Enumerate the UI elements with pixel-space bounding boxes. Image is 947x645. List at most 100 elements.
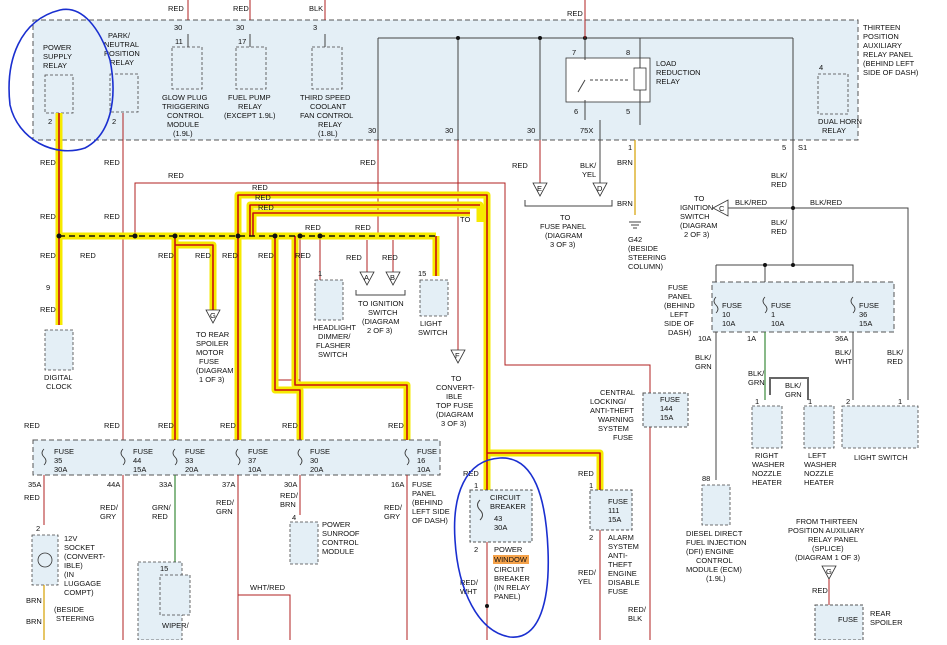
fuse-amperage: 20A xyxy=(310,465,323,474)
svg-text:BLK/: BLK/ xyxy=(887,348,904,357)
svg-text:BLK/RED: BLK/RED xyxy=(810,198,843,207)
svg-text:TRIGGERING: TRIGGERING xyxy=(162,102,210,111)
svg-text:NOZZLE: NOZZLE xyxy=(804,469,834,478)
connector-a: A xyxy=(359,271,375,286)
fuse-number: 35 xyxy=(54,456,62,465)
svg-text:YEL: YEL xyxy=(582,170,596,179)
svg-text:MOTOR: MOTOR xyxy=(196,348,224,357)
svg-text:WIPER/: WIPER/ xyxy=(162,621,190,630)
svg-text:LIGHT SWITCH: LIGHT SWITCH xyxy=(854,453,908,462)
svg-text:TO: TO xyxy=(460,215,470,224)
fuse-amperage: 20A xyxy=(185,465,198,474)
svg-text:15: 15 xyxy=(160,564,168,573)
svg-text:RED: RED xyxy=(40,212,56,221)
svg-text:BRN: BRN xyxy=(26,596,42,605)
svg-text:(DIAGRAM: (DIAGRAM xyxy=(680,221,718,230)
svg-text:WHT: WHT xyxy=(460,587,477,596)
svg-text:BRN: BRN xyxy=(280,500,296,509)
svg-text:GLOW PLUG: GLOW PLUG xyxy=(162,93,208,102)
svg-text:FUSE: FUSE xyxy=(660,395,680,404)
svg-text:RED: RED xyxy=(168,4,184,13)
svg-text:GRN/: GRN/ xyxy=(152,503,172,512)
svg-text:RED: RED xyxy=(771,180,787,189)
svg-text:NOZZLE: NOZZLE xyxy=(752,469,782,478)
fuse-amperage: 15A xyxy=(133,465,146,474)
svg-text:SWITCH: SWITCH xyxy=(318,350,348,359)
svg-text:TO: TO xyxy=(694,194,704,203)
svg-text:RED/: RED/ xyxy=(628,605,647,614)
svg-text:RED: RED xyxy=(168,171,184,180)
svg-text:THEFT: THEFT xyxy=(608,560,633,569)
svg-text:30: 30 xyxy=(368,126,376,135)
fuse-name: FUSE xyxy=(722,301,742,310)
svg-text:SWITCH: SWITCH xyxy=(368,308,398,317)
svg-text:SOCKET: SOCKET xyxy=(64,543,95,552)
svg-text:15A: 15A xyxy=(608,515,621,524)
fuse-pin: 36A xyxy=(835,334,848,343)
svg-text:FUSE: FUSE xyxy=(668,283,688,292)
svg-text:6: 6 xyxy=(574,107,578,116)
svg-text:ANTI-: ANTI- xyxy=(608,551,628,560)
svg-text:E: E xyxy=(537,184,542,193)
svg-text:DUAL HORN: DUAL HORN xyxy=(818,117,862,126)
svg-text:2: 2 xyxy=(846,397,850,406)
fuse-pin: 10A xyxy=(698,334,711,343)
svg-text:FLASHER: FLASHER xyxy=(316,341,351,350)
svg-text:RELAY: RELAY xyxy=(318,120,342,129)
svg-text:G42: G42 xyxy=(628,235,642,244)
circuit-breaker-43: RED 1 CIRCUIT BREAKER 43 30A 2 POWER WIN… xyxy=(463,469,533,601)
svg-text:RED: RED xyxy=(40,158,56,167)
fuse-number: 44 xyxy=(133,456,141,465)
svg-text:17: 17 xyxy=(238,37,246,46)
fuse-pin: 35A xyxy=(28,480,41,489)
svg-text:THIRTEEN: THIRTEEN xyxy=(863,23,900,32)
svg-text:8: 8 xyxy=(626,48,630,57)
svg-text:SPOILER: SPOILER xyxy=(196,339,229,348)
svg-text:RELAY PANEL: RELAY PANEL xyxy=(863,50,913,59)
svg-text:12V: 12V xyxy=(64,534,77,543)
svg-text:30: 30 xyxy=(445,126,453,135)
svg-text:RED: RED xyxy=(258,251,274,260)
svg-text:75X: 75X xyxy=(580,126,593,135)
svg-text:(DIAGRAM 1 OF 3): (DIAGRAM 1 OF 3) xyxy=(795,553,861,562)
svg-text:BLK/: BLK/ xyxy=(771,171,788,180)
svg-text:HEATER: HEATER xyxy=(804,478,834,487)
svg-text:LEFT: LEFT xyxy=(670,310,689,319)
svg-text:B: B xyxy=(390,273,395,282)
svg-text:POWER: POWER xyxy=(494,545,523,554)
main-fuse-panel xyxy=(32,439,441,476)
dfi-engine-control-module: 88 DIESEL DIRECT FUEL INJECTION (DFI) EN… xyxy=(686,474,747,583)
svg-text:RED: RED xyxy=(158,251,174,260)
svg-text:IBLE): IBLE) xyxy=(64,561,83,570)
svg-text:FUSE PANEL: FUSE PANEL xyxy=(540,222,586,231)
svg-text:ENGINE: ENGINE xyxy=(608,569,637,578)
svg-text:WHT: WHT xyxy=(835,357,852,366)
fuse-111: RED 1 FUSE 111 15A 2 ALARM SYSTEM ANTI- … xyxy=(578,469,640,596)
svg-text:RED/: RED/ xyxy=(216,498,235,507)
svg-text:RELAY: RELAY xyxy=(43,61,67,70)
svg-text:RED: RED xyxy=(255,193,271,202)
svg-text:RELAY: RELAY xyxy=(238,102,262,111)
svg-text:43: 43 xyxy=(494,514,502,523)
svg-text:RED: RED xyxy=(24,421,40,430)
svg-text:PARK/: PARK/ xyxy=(108,31,131,40)
svg-text:FAN CONTROL: FAN CONTROL xyxy=(300,111,353,120)
svg-text:RED: RED xyxy=(24,493,40,502)
connector-d: D xyxy=(592,182,608,197)
svg-text:F: F xyxy=(455,351,460,360)
svg-text:RED/: RED/ xyxy=(100,503,119,512)
svg-text:BLK/: BLK/ xyxy=(785,381,802,390)
svg-text:2: 2 xyxy=(48,117,52,126)
svg-text:FUEL PUMP: FUEL PUMP xyxy=(228,93,271,102)
svg-text:144: 144 xyxy=(660,404,673,413)
svg-text:4: 4 xyxy=(292,513,296,522)
svg-text:WASHER: WASHER xyxy=(804,460,837,469)
svg-text:RED: RED xyxy=(152,512,168,521)
svg-text:11: 11 xyxy=(175,37,183,46)
svg-text:RED/: RED/ xyxy=(280,491,299,500)
svg-text:FUSE: FUSE xyxy=(199,357,219,366)
right-washer-nozzle-heater: 1 RIGHT WASHER NOZZLE HEATER xyxy=(751,397,785,487)
fuel-pump-relay: 17 FUEL PUMP RELAY (EXCEPT 1.9L) xyxy=(224,37,276,120)
svg-text:RELAY PANEL: RELAY PANEL xyxy=(808,535,858,544)
svg-text:(SPLICE): (SPLICE) xyxy=(812,544,844,553)
